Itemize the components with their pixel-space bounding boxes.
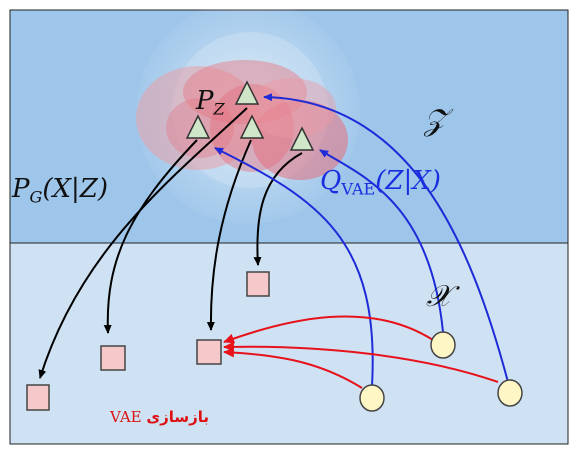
generated-sample-square bbox=[246, 271, 270, 297]
posterior-blob bbox=[248, 78, 336, 138]
generator-arrow bbox=[206, 139, 252, 331]
reconstruction-arrow bbox=[223, 347, 363, 389]
latent-code-triangle bbox=[234, 80, 260, 105]
latent-space-label: 𝒵 bbox=[424, 103, 447, 138]
generator-arguments: (X|Z) bbox=[42, 174, 108, 204]
data-point-circle bbox=[359, 384, 385, 412]
generator-symbol: P bbox=[12, 174, 30, 204]
encoder-arguments: (Z|X) bbox=[375, 166, 441, 196]
encoder-arrows bbox=[214, 93, 509, 387]
generator-arrows bbox=[38, 107, 303, 379]
data-point-circle bbox=[430, 331, 456, 359]
generated-sample-square bbox=[100, 345, 126, 371]
encoder-arrow bbox=[319, 149, 444, 333]
caption-persian: بازسازی bbox=[146, 408, 210, 426]
data-points bbox=[359, 331, 523, 412]
diagram-caption: بازسازی VAE bbox=[110, 410, 209, 425]
reconstruction-arrow bbox=[223, 341, 499, 383]
generator-arrow bbox=[38, 107, 248, 379]
reconstruction-arrow bbox=[223, 315, 434, 344]
prior-subscript: Z bbox=[213, 99, 225, 119]
generated-sample-square bbox=[196, 339, 222, 365]
prior-symbol: P bbox=[196, 86, 214, 116]
encoder-arrow bbox=[214, 147, 374, 387]
generated-sample-square bbox=[26, 384, 50, 411]
data-space-label: 𝒳 bbox=[426, 279, 452, 314]
generator-subscript: G bbox=[29, 187, 43, 207]
reconstruction-arrows bbox=[223, 315, 499, 389]
latent-code-triangle bbox=[289, 126, 315, 151]
data-point-circle bbox=[497, 379, 523, 407]
generator-arrow bbox=[103, 139, 198, 334]
encoder-arrow bbox=[263, 93, 509, 383]
latent-codes bbox=[185, 80, 315, 151]
encoder-subscript: VAE bbox=[341, 179, 376, 199]
latent-code-triangle bbox=[185, 114, 211, 139]
caption-english: VAE bbox=[110, 408, 142, 426]
encoder-label: QVAE(Z|X) bbox=[320, 168, 441, 198]
encoder-symbol: Q bbox=[320, 166, 342, 196]
data-space-region bbox=[9, 242, 569, 445]
latent-code-triangle bbox=[239, 114, 265, 139]
prior-label: PZ bbox=[196, 88, 225, 118]
generated-samples bbox=[26, 271, 270, 411]
generator-label: PG(X|Z) bbox=[12, 176, 108, 206]
generator-arrow bbox=[253, 152, 303, 266]
